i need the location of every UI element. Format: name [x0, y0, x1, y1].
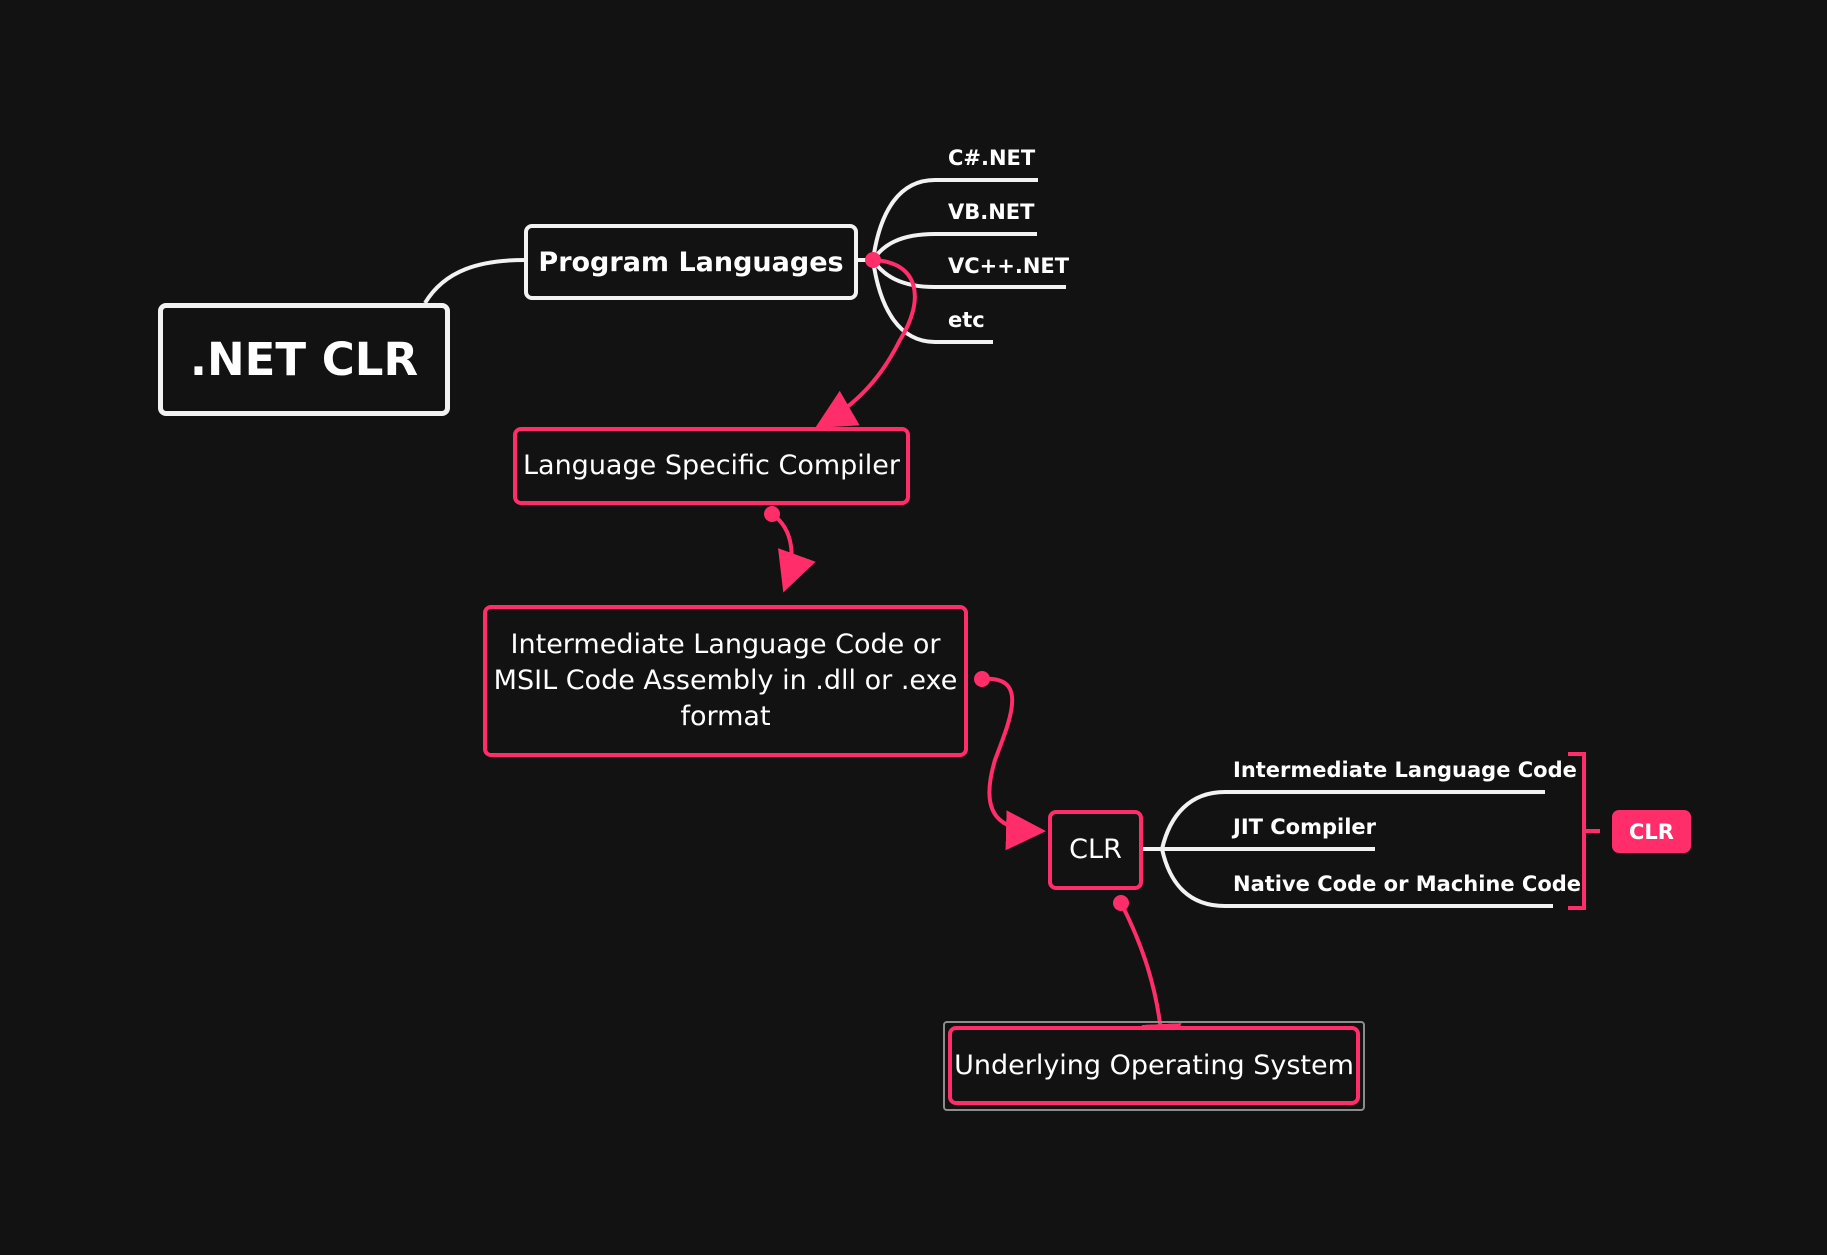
connector-root-program	[423, 258, 526, 305]
language-item-csharp[interactable]: C#.NET	[948, 146, 1036, 170]
compiler-label: Language Specific Compiler	[522, 450, 901, 481]
compiler-node[interactable]: Language Specific Compiler	[513, 427, 910, 505]
il-code-node[interactable]: Intermediate Language Code or MSIL Code …	[483, 605, 968, 757]
language-item-vbnet[interactable]: VB.NET	[948, 200, 1035, 224]
branch-native	[1160, 848, 1553, 908]
clr-summary-tag[interactable]: CLR	[1612, 810, 1691, 853]
root-node[interactable]: .NET CLR	[158, 303, 450, 416]
branch-il-code	[1160, 790, 1545, 850]
clr-label: CLR	[1069, 834, 1122, 865]
branch-csharp	[871, 178, 1038, 261]
root-label: .NET CLR	[189, 333, 419, 386]
il-code-line-2: MSIL Code Assembly in .dll or .exe	[493, 665, 958, 696]
arrow-compiler-to-il	[770, 512, 816, 593]
branch-etc	[871, 259, 993, 344]
arrow-il-to-clr	[981, 676, 1046, 851]
program-languages-node[interactable]: Program Languages	[524, 224, 858, 300]
os-node[interactable]: Underlying Operating System	[948, 1026, 1360, 1105]
clr-item-il-code[interactable]: Intermediate Language Code	[1233, 758, 1577, 782]
os-selection-frame	[943, 1021, 1365, 1111]
language-item-etc[interactable]: etc	[948, 308, 985, 332]
clr-node[interactable]: CLR	[1048, 810, 1143, 890]
program-languages-label: Program Languages	[538, 246, 844, 278]
il-code-line-3: format	[680, 701, 771, 732]
arrow-program-to-compiler	[815, 258, 917, 428]
clr-item-native[interactable]: Native Code or Machine Code	[1233, 872, 1582, 896]
os-label: Underlying Operating System	[954, 1049, 1354, 1081]
clr-summary-label: CLR	[1629, 819, 1674, 844]
il-code-line-1: Intermediate Language Code or	[510, 629, 941, 660]
language-item-vcpp[interactable]: VC++.NET	[948, 254, 1070, 278]
clr-item-jit[interactable]: JIT Compiler	[1233, 815, 1377, 839]
